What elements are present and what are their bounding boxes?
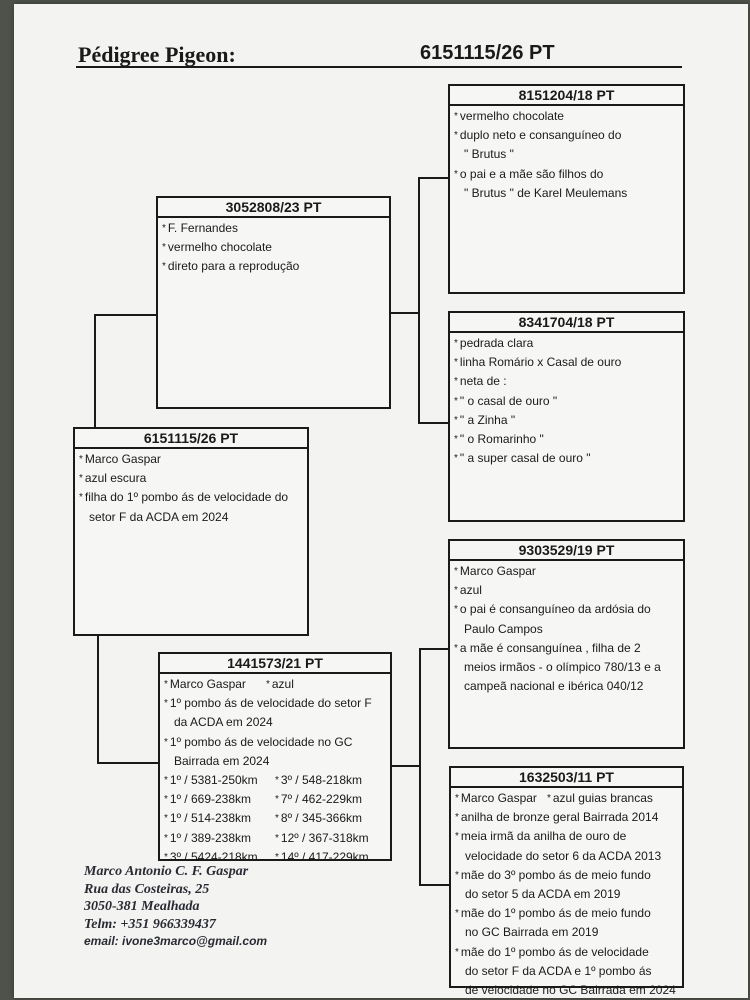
box-line: no GC Bairrada em 2019 xyxy=(465,925,599,940)
connector xyxy=(419,884,450,886)
box-line: *mãe do 3º pombo ás de meio fundo xyxy=(455,867,651,882)
page-title: Pédigree Pigeon: xyxy=(78,42,236,67)
box-line: *duplo neto e consanguíneo do xyxy=(454,128,622,143)
box-line: *Marco Gaspar xyxy=(79,452,161,466)
pedigree-box-sire-dam: 8341704/18 PT *pedrada clara *linha Romár… xyxy=(448,311,685,522)
pedigree-box-dam-dam: 1632503/11 PT *Marco Gaspar*azul guias b… xyxy=(449,766,684,997)
connector xyxy=(390,765,420,767)
connector xyxy=(419,648,421,886)
race-results: *1º / 5381-250km *1º / 669-238km *1º / 514… xyxy=(164,771,386,867)
box-line: *vermelho chocolate xyxy=(162,240,272,255)
box-line: *" a Zinha " xyxy=(454,412,516,427)
box-lines-rest: *anilha de bronze geral Bairrada 2014 *me… xyxy=(455,808,678,1000)
connector xyxy=(418,177,420,424)
pedigree-box-sire: 3052808/23 PT *F. Fernandes *vermelho cho… xyxy=(156,196,391,409)
pedigree-box-subject: 6151115/26 PT *Marco Gaspar*azul escura*… xyxy=(73,427,309,636)
race-result: *3º / 548-218km xyxy=(275,773,362,788)
race-result: *3º / 5424-218km xyxy=(164,849,258,864)
race-result: *1º / 514-238km xyxy=(164,811,251,826)
box-line: setor F da ACDA em 2024 xyxy=(89,509,229,524)
box-lines: *pedrada clara *linha Romário x Casal de … xyxy=(450,333,683,468)
box-line: *1º pombo ás de velocidade do setor F xyxy=(164,696,372,711)
breeder-email: email: ivone3marco@gmail.com xyxy=(84,934,268,948)
pedigree-box-sire-sire: 8151204/18 PT *vermelho chocolate *duplo … xyxy=(448,84,685,294)
connector xyxy=(389,312,419,314)
box-line: *azul xyxy=(454,583,482,598)
box-line: *" a super casal de ouro " xyxy=(454,451,591,466)
race-result: *12º / 367-318km xyxy=(275,830,369,845)
box-line: *1º pombo ás de velocidade no GC xyxy=(164,734,353,749)
box-line: Paulo Campos xyxy=(464,621,543,636)
box-line: *anilha de bronze geral Bairrada 2014 xyxy=(455,810,659,825)
ring-number: 1441573/21 PT xyxy=(160,654,390,674)
box-line: *Marco Gaspar*azul xyxy=(164,677,294,691)
box-line: *vermelho chocolate xyxy=(454,109,564,123)
connector xyxy=(419,648,449,650)
box-lines: *Marco Gaspar *azul *o pai é consanguíneo … xyxy=(450,561,683,696)
race-results-right: *3º / 548-218km *7º / 462-229km *8º / 345-… xyxy=(275,771,386,867)
box-lines: *Marco Gaspar*azul guias brancas *anilha… xyxy=(451,788,682,1000)
breeder-street: Rua das Costeiras, 25 xyxy=(84,881,210,897)
box-line: Bairrada em 2024 xyxy=(174,753,270,768)
box-line: *Marco Gaspar*azul guias brancas xyxy=(455,791,653,805)
box-line: *o pai e a mãe são filhos do xyxy=(454,166,604,181)
box-line: *o pai é consanguíneo da ardósia do xyxy=(454,602,651,617)
box-lines: *Marco Gaspar *azul escura *filha do 1º po… xyxy=(75,449,307,527)
connector xyxy=(418,422,449,424)
box-line: do setor F da ACDA e 1º pombo ás xyxy=(465,963,652,978)
box-line: *meia irmã da anilha de ouro de xyxy=(455,829,627,844)
box-lines: *vermelho chocolate *duplo neto e consang… xyxy=(450,106,683,203)
connector xyxy=(94,314,96,428)
breeder-name: Marco Antonio C. F. Gaspar xyxy=(84,864,249,879)
connector xyxy=(94,314,158,316)
title-rule xyxy=(76,66,682,68)
ring-number: 9303529/19 PT xyxy=(450,541,683,561)
page-ring-number: 6151115/26 PT xyxy=(420,42,555,64)
ring-number: 1632503/11 PT xyxy=(451,768,682,788)
box-line: da ACDA em 2024 xyxy=(174,715,273,730)
connector xyxy=(97,762,159,764)
box-line: velocidade do setor 6 da ACDA 2013 xyxy=(465,848,662,863)
breeder-city: 3050-381 Mealhada xyxy=(84,899,200,914)
race-results-left: *1º / 5381-250km *1º / 669-238km *1º / 514… xyxy=(164,771,275,867)
box-lines: *Marco Gaspar*azul *1º pombo ás de veloc… xyxy=(160,674,390,867)
box-line: *" o casal de ouro " xyxy=(454,393,558,408)
breeder-phone: Telm: +351 966339437 xyxy=(84,916,216,932)
ring-number: 3052808/23 PT xyxy=(158,198,389,218)
box-line: de velocidade no GC Bairrada em 2024 xyxy=(465,983,676,998)
box-line: *Marco Gaspar xyxy=(454,564,536,578)
race-result: *1º / 5381-250km xyxy=(164,773,258,788)
ring-number: 8151204/18 PT xyxy=(450,86,683,106)
box-line: *neta de : xyxy=(454,374,507,389)
ring-number: 6151115/26 PT xyxy=(75,429,307,449)
box-line: " Brutus " de Karel Meulemans xyxy=(464,185,628,200)
box-line: *linha Romário x Casal de ouro xyxy=(454,355,622,370)
box-line: meios irmãos - o olímpico 780/13 e a xyxy=(464,660,661,675)
connector xyxy=(97,634,99,764)
box-line: do setor 5 da ACDA em 2019 xyxy=(465,887,621,902)
box-line: campeã nacional e ibérica 040/12 xyxy=(464,679,644,694)
box-line: *F. Fernandes xyxy=(162,221,238,235)
box-line: *filha do 1º pombo ás de velocidade do xyxy=(79,490,289,505)
box-lines: *F. Fernandes *vermelho chocolate *direto … xyxy=(158,218,389,277)
race-result: *8º / 345-366km xyxy=(275,811,362,826)
box-line: *mãe do 1º pombo ás de meio fundo xyxy=(455,906,651,921)
box-line: *pedrada clara xyxy=(454,336,534,350)
box-line: *azul escura xyxy=(79,471,147,486)
box-line: *a mãe é consanguínea , filha de 2 xyxy=(454,640,641,655)
box-line: *" o Romarinho " xyxy=(454,432,544,447)
race-result: *7º / 462-229km xyxy=(275,792,362,807)
connector xyxy=(418,177,449,179)
race-result: *1º / 389-238km xyxy=(164,830,251,845)
box-line: *direto para a reprodução xyxy=(162,259,300,274)
box-line: " Brutus " xyxy=(464,147,514,162)
box-line: *mãe do 1º pombo ás de velocidade xyxy=(455,944,649,959)
ring-number: 8341704/18 PT xyxy=(450,313,683,333)
pedigree-box-dam: 1441573/21 PT *Marco Gaspar*azul *1º pom… xyxy=(158,652,392,864)
breeder-contact: Marco Antonio C. F. Gaspar Rua das Coste… xyxy=(84,863,267,951)
race-result: *1º / 669-238km xyxy=(164,792,251,807)
race-result: *14º / 417-229km xyxy=(275,849,369,864)
pedigree-box-dam-sire: 9303529/19 PT *Marco Gaspar *azul *o pai é… xyxy=(448,539,685,749)
